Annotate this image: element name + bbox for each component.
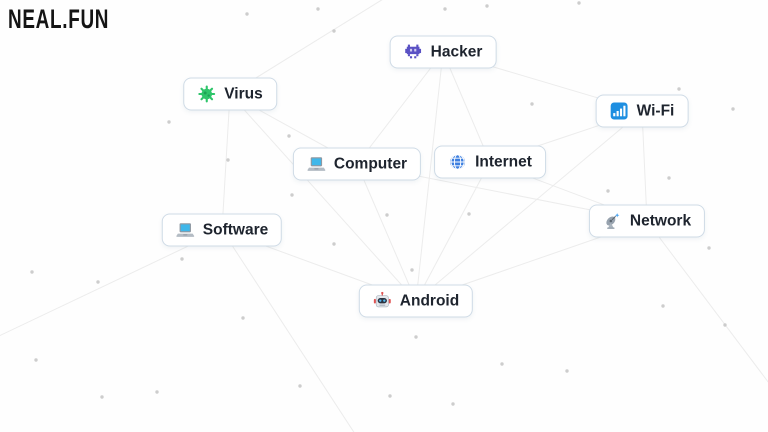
element-node-android[interactable]: Android bbox=[358, 284, 474, 318]
microbe-icon bbox=[197, 85, 216, 104]
element-label: Internet bbox=[475, 153, 532, 170]
element-node-computer[interactable]: Computer bbox=[292, 147, 422, 181]
background-dot bbox=[667, 176, 671, 180]
background-dot bbox=[485, 4, 489, 8]
background-dot bbox=[298, 384, 302, 388]
background-dot bbox=[731, 107, 735, 111]
element-node-virus[interactable]: Virus bbox=[183, 77, 277, 111]
graph-edge bbox=[415, 51, 444, 302]
background-dot bbox=[287, 134, 291, 138]
background-dot bbox=[606, 189, 610, 193]
graph-edge bbox=[415, 161, 491, 302]
graph-edge bbox=[221, 93, 231, 231]
satellite-antenna-icon bbox=[603, 212, 622, 231]
laptop-icon bbox=[176, 221, 195, 240]
element-node-internet[interactable]: Internet bbox=[434, 145, 546, 179]
background-dot bbox=[385, 213, 389, 217]
graph-edge bbox=[641, 110, 648, 222]
background-dot bbox=[530, 102, 534, 106]
graph-edge bbox=[0, 229, 223, 337]
alien-monster-icon bbox=[404, 43, 423, 62]
background-dot bbox=[30, 270, 34, 274]
background-dot bbox=[410, 268, 414, 272]
graph-edge bbox=[356, 163, 417, 302]
background-dot bbox=[467, 212, 471, 216]
background-dot bbox=[451, 402, 455, 406]
element-label: Network bbox=[629, 212, 692, 229]
background-dot bbox=[316, 7, 320, 11]
element-label: Virus bbox=[224, 85, 263, 102]
element-node-software[interactable]: Software bbox=[161, 213, 283, 247]
background-dot bbox=[332, 29, 336, 33]
robot-icon bbox=[373, 291, 392, 311]
graph-edge bbox=[442, 51, 491, 163]
graph-edge bbox=[646, 220, 768, 383]
background-dot bbox=[677, 87, 681, 91]
background-dot bbox=[565, 369, 569, 373]
background-dot bbox=[180, 257, 184, 261]
neal-fun-logo[interactable]: NEAL.FUN bbox=[8, 4, 110, 34]
background-dot bbox=[577, 1, 581, 5]
element-node-wifi[interactable]: Wi-Fi bbox=[595, 94, 689, 128]
background-dot bbox=[241, 316, 245, 320]
globe-icon bbox=[448, 153, 467, 172]
element-label: Hacker bbox=[430, 43, 483, 60]
background-dot bbox=[707, 246, 711, 250]
element-label: Android bbox=[399, 292, 460, 309]
element-node-hacker[interactable]: Hacker bbox=[389, 35, 497, 69]
background-dot bbox=[155, 390, 159, 394]
background-dot bbox=[167, 120, 171, 124]
background-dot bbox=[443, 7, 447, 11]
background-dot bbox=[290, 193, 294, 197]
signal-bars-icon bbox=[610, 102, 629, 121]
background-dot bbox=[100, 395, 104, 399]
element-label: Wi-Fi bbox=[636, 102, 675, 119]
background-dot bbox=[332, 242, 336, 246]
background-dot bbox=[414, 335, 418, 339]
graph-edge bbox=[221, 229, 355, 432]
element-label: Computer bbox=[333, 155, 408, 172]
background-dot bbox=[500, 362, 504, 366]
element-label: Software bbox=[202, 221, 269, 238]
background-dot bbox=[245, 12, 249, 16]
graph-edge bbox=[229, 0, 383, 95]
graph-edge bbox=[415, 110, 643, 302]
laptop-icon bbox=[307, 155, 326, 174]
background-dot bbox=[34, 358, 38, 362]
background-dot bbox=[96, 280, 100, 284]
background-dot bbox=[226, 158, 230, 162]
background-dot bbox=[661, 304, 665, 308]
element-node-network[interactable]: Network bbox=[588, 204, 706, 238]
graph-edge bbox=[356, 51, 444, 165]
background-dot bbox=[723, 323, 727, 327]
graph-edge bbox=[229, 93, 417, 302]
background-dot bbox=[388, 394, 392, 398]
